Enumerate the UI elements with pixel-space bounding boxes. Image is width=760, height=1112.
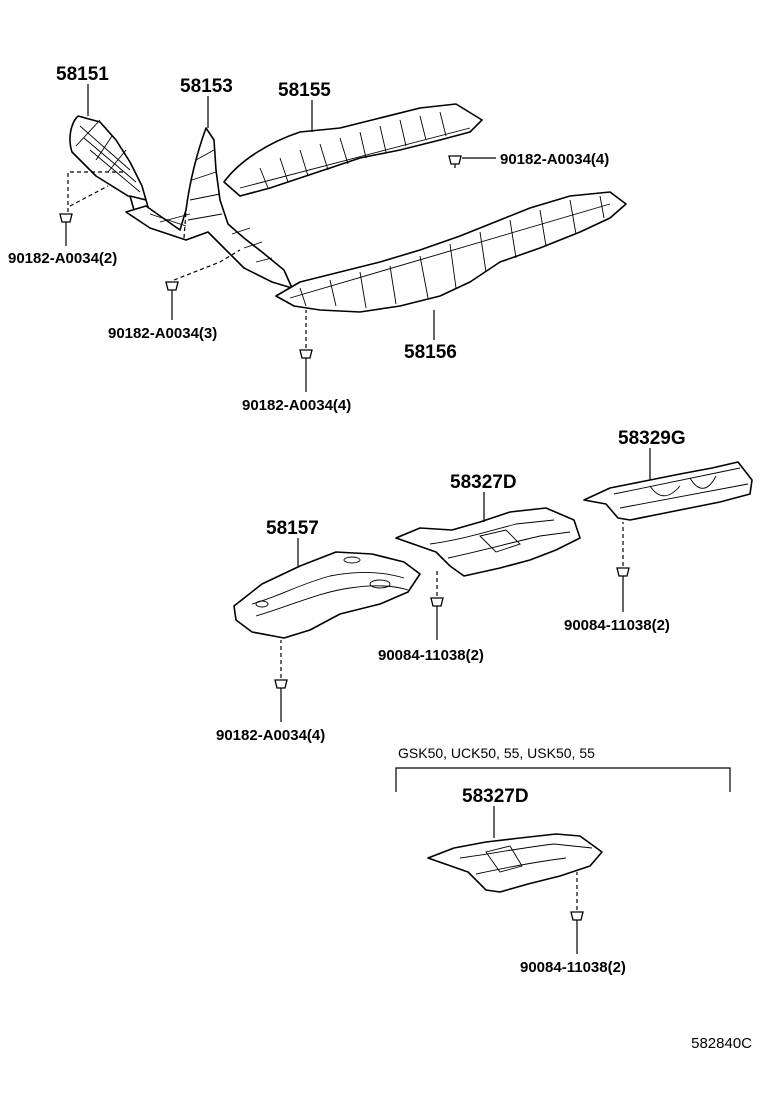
leader-lines: [65, 84, 651, 954]
part-label-58155: 58155: [278, 80, 331, 101]
assembly-dashed-lines: [67, 171, 624, 910]
diagram-code: 582840C: [691, 1035, 752, 1052]
fastener-label-7: 90084-11038(2): [564, 617, 670, 634]
heat-shield-58153: [125, 127, 293, 289]
clip-icon: [274, 679, 288, 692]
part-label-58153: 58153: [180, 76, 233, 97]
clip-icon: [430, 597, 444, 612]
part-label-58327D-upper: 58327D: [450, 472, 517, 493]
part-label-58329G: 58329G: [618, 428, 686, 449]
clip-icon: [165, 281, 179, 294]
clip-icon: [570, 911, 584, 926]
heat-shield-58157: [233, 551, 421, 639]
heat-shield-58156: [275, 191, 627, 313]
fastener-label-3: 90182-A0034(3): [108, 325, 217, 342]
heat-shield-58327D-upper: [395, 507, 581, 577]
variant-bracket: [395, 767, 731, 792]
part-label-58157: 58157: [266, 518, 319, 539]
heat-shield-58327D-variant: [427, 833, 603, 893]
fastener-label-6: 90084-11038(2): [378, 647, 484, 664]
fastener-label-1: 90182-A0034(4): [500, 151, 609, 168]
fastener-label-2: 90182-A0034(2): [8, 250, 117, 267]
heat-shield-58155: [223, 103, 483, 197]
fastener-label-8: 90084-11038(2): [520, 959, 626, 976]
fastener-clips: [59, 155, 630, 926]
part-label-58156: 58156: [404, 342, 457, 363]
heat-shield-58329G: [583, 461, 753, 521]
part-label-58327D-variant: 58327D: [462, 786, 529, 807]
clip-icon: [59, 213, 73, 226]
fastener-label-5: 90182-A0034(4): [216, 727, 325, 744]
fastener-label-4: 90182-A0034(4): [242, 397, 351, 414]
clip-icon: [448, 155, 462, 168]
clip-icon: [616, 567, 630, 582]
heat-shield-58151: [69, 115, 151, 215]
variant-note: GSK50, UCK50, 55, USK50, 55: [398, 745, 595, 761]
part-label-58151: 58151: [56, 64, 109, 85]
clip-icon: [299, 349, 313, 362]
